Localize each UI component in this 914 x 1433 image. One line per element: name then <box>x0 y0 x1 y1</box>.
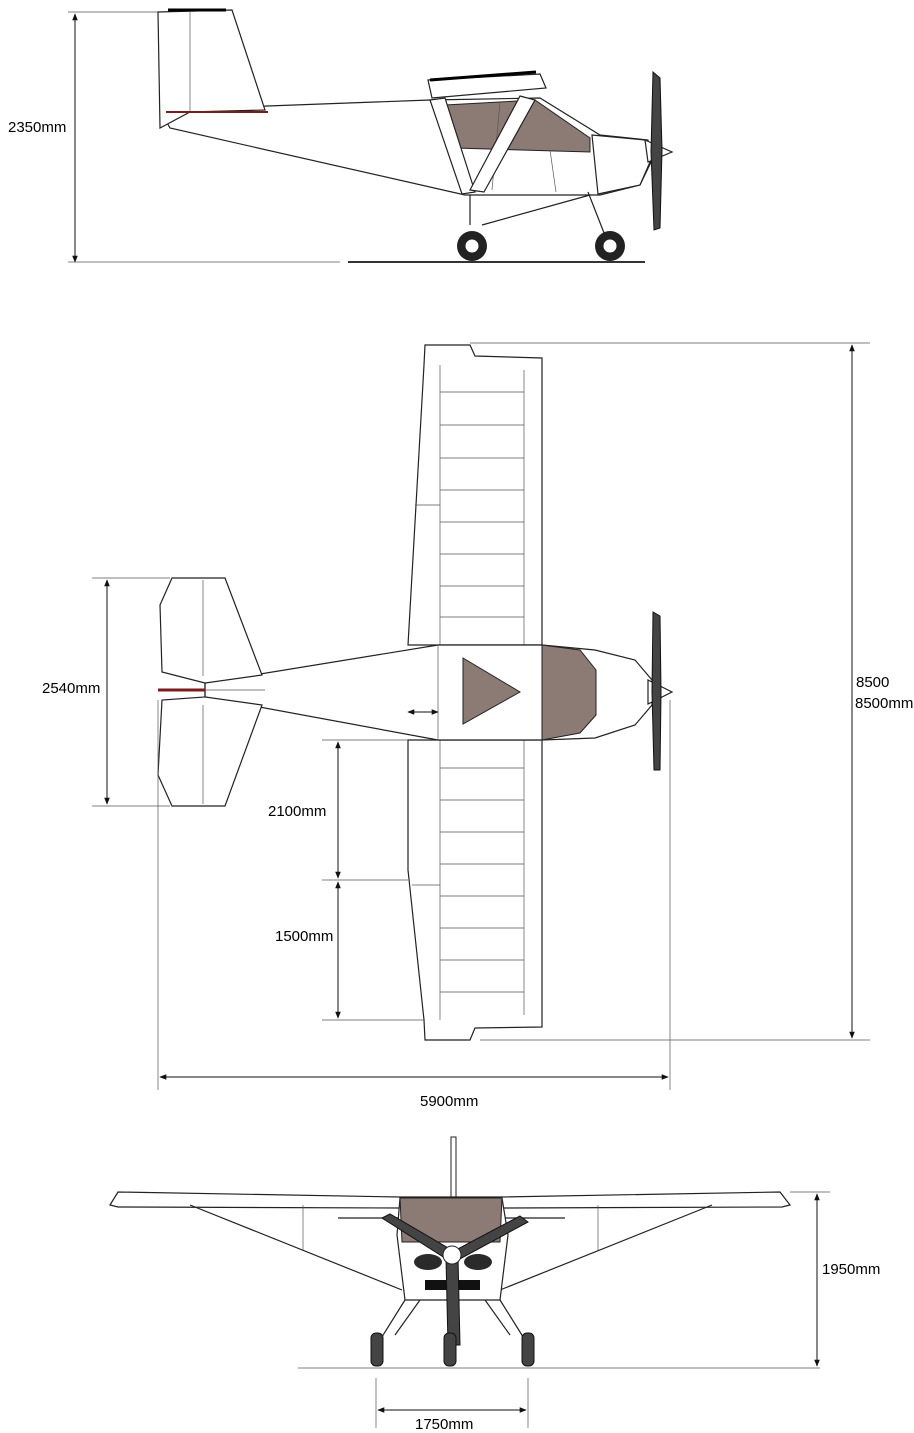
side-propeller <box>650 70 663 231</box>
front-vertical-tail <box>450 1136 457 1200</box>
outer-section-label: 1500mm <box>275 928 333 945</box>
front-propeller <box>380 1213 529 1346</box>
tail-span-label: 2540mm <box>42 680 100 697</box>
top-left-wing-ribs <box>415 391 524 618</box>
front-left-wheel <box>370 1332 384 1367</box>
side-view: 2350mm <box>8 8 674 263</box>
span-label-short: 8500 <box>856 674 889 691</box>
side-height-label: 2350mm <box>8 119 66 136</box>
top-left-wing <box>407 344 543 646</box>
front-view: 1950mm 1750mm <box>109 1136 880 1433</box>
top-right-wing <box>407 739 543 1041</box>
top-cabin-window <box>541 644 597 741</box>
side-wing-strut <box>429 97 476 195</box>
side-vertical-tail <box>157 9 266 129</box>
front-nose-wheel <box>443 1332 457 1367</box>
top-view: 8500 8500mm <box>42 342 913 1110</box>
top-root-triangle <box>462 657 521 725</box>
inner-section-label: 2100mm <box>268 803 326 820</box>
front-height-label: 1950mm <box>822 1261 880 1278</box>
length-label: 5900mm <box>420 1093 478 1110</box>
top-propeller <box>651 611 662 771</box>
track-label: 1750mm <box>415 1416 473 1433</box>
top-right-wing-ribs <box>412 767 524 993</box>
top-horizontal-tail <box>157 577 263 807</box>
front-right-wheel <box>521 1332 535 1367</box>
side-cowling <box>591 134 651 195</box>
span-label: 8500mm <box>855 695 913 712</box>
